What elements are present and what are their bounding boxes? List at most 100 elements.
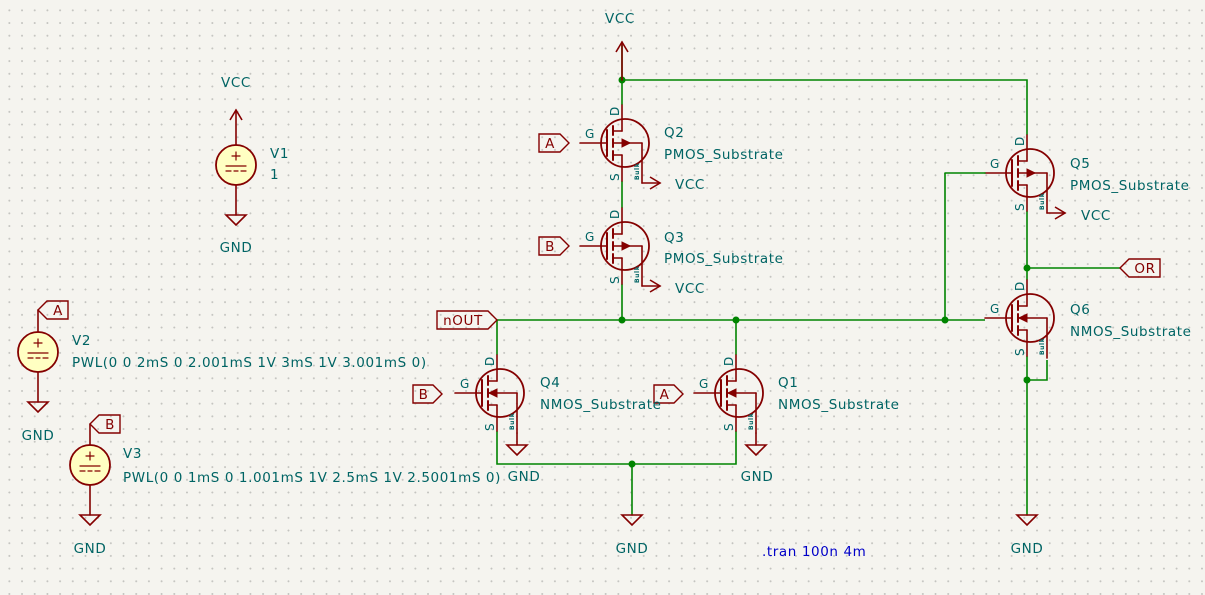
source-pin-label: S — [1013, 203, 1027, 211]
net-label-a[interactable]: A — [37, 300, 69, 320]
vcc-arrow-icon — [1054, 206, 1067, 220]
drain-pin-label: D — [608, 106, 622, 116]
vcc-label: VCC — [1081, 208, 1111, 224]
ground-icon — [224, 214, 248, 227]
net-label-shape — [538, 236, 570, 256]
arrow-icon — [487, 388, 498, 398]
gnd-label: GND — [1011, 541, 1044, 557]
arrow-icon — [621, 241, 632, 251]
ground-icon — [505, 444, 529, 457]
spice-directive[interactable]: .tran 100n 4m — [762, 544, 866, 560]
net-label-shape — [653, 384, 684, 404]
gate-pin-label: G — [585, 230, 595, 244]
gnd-label: GND — [616, 541, 649, 557]
gnd-symbol — [224, 184, 248, 227]
drain-pin-label: D — [483, 356, 497, 366]
q1-value: NMOS_Substrate — [778, 397, 900, 413]
vcc-arrow-icon — [229, 108, 243, 121]
vcc-symbol — [641, 279, 662, 293]
voltage-source-v3[interactable] — [69, 444, 111, 486]
vcc-label: VCC — [675, 177, 705, 193]
gnd-symbol — [620, 514, 644, 527]
net-label-or[interactable]: OR — [1119, 258, 1161, 278]
voltage-source-icon — [17, 331, 59, 373]
arrow-icon — [1026, 168, 1037, 178]
gate-pin-label: G — [990, 157, 1000, 171]
net-label-b[interactable]: B — [89, 414, 121, 434]
ground-icon — [620, 514, 644, 527]
source-pin-label: S — [608, 173, 622, 181]
gate-pin-label: G — [699, 377, 709, 391]
voltage-source-v1[interactable] — [215, 144, 257, 186]
drain-pin-label: D — [608, 209, 622, 219]
vcc-symbol — [615, 40, 629, 81]
ground-icon — [744, 444, 768, 457]
net-label-text: OR — [1134, 261, 1155, 277]
net-label-a[interactable]: A — [653, 384, 684, 404]
vcc-arrow-icon — [615, 40, 629, 53]
q5-ref: Q5 — [1070, 156, 1090, 172]
q2-value: PMOS_Substrate — [664, 147, 784, 163]
v3-ref: V3 — [123, 446, 142, 462]
net-label-shape — [1119, 258, 1161, 278]
gnd-symbol — [744, 432, 768, 457]
ground-icon — [26, 401, 50, 414]
q4-ref: Q4 — [540, 375, 560, 391]
net-label-b[interactable]: B — [538, 236, 570, 256]
q3-ref: Q3 — [664, 230, 684, 246]
arrow-icon — [1017, 313, 1028, 323]
gnd-label: GND — [741, 469, 774, 485]
q6-ref: Q6 — [1070, 302, 1090, 318]
voltage-source-v2[interactable] — [17, 331, 59, 373]
vcc-symbol — [641, 176, 662, 190]
net-label-b[interactable]: B — [412, 384, 443, 404]
net-label-shape — [412, 384, 443, 404]
vcc-symbol — [229, 108, 243, 146]
source-pin-label: S — [1013, 348, 1027, 356]
net-label-text: B — [419, 387, 429, 403]
junction-dot — [941, 316, 949, 324]
net-label-nout[interactable]: nOUT — [436, 310, 498, 330]
q3-value: PMOS_Substrate — [664, 251, 784, 267]
gnd-label: GND — [508, 469, 541, 485]
ground-icon — [78, 514, 102, 527]
gnd-symbol — [26, 371, 50, 414]
gnd-label: GND — [74, 541, 107, 557]
arrow-icon — [621, 138, 632, 148]
net-label-shape — [89, 414, 121, 434]
bulk-pin-label: Bulk — [634, 162, 641, 180]
wire[interactable] — [622, 79, 1028, 135]
q5-value: PMOS_Substrate — [1070, 178, 1190, 194]
junction-dot — [732, 316, 740, 324]
wire[interactable] — [496, 431, 737, 465]
net-label-shape — [37, 300, 69, 320]
drain-pin-label: D — [1013, 136, 1027, 146]
drain-pin-label: D — [722, 356, 736, 366]
drain-pin-label: D — [1013, 281, 1027, 291]
source-pin-label: S — [608, 276, 622, 284]
junction-dot — [628, 460, 636, 468]
v1-value: 1 — [270, 167, 279, 183]
net-label-shape — [436, 310, 498, 330]
v3-value: PWL(0 0 1mS 0 1.001mS 1V 2.5mS 1V 2.5001… — [123, 470, 501, 486]
vcc-arrow-icon — [649, 176, 662, 190]
v1-ref: V1 — [270, 146, 289, 162]
net-label-a[interactable]: A — [538, 133, 570, 153]
junction-dot — [1023, 264, 1031, 272]
bulk-pin-label: Bulk — [748, 412, 755, 430]
wire[interactable] — [1027, 360, 1048, 381]
gnd-symbol — [505, 432, 529, 457]
junction-dot — [1023, 376, 1031, 384]
q2-ref: Q2 — [664, 125, 684, 141]
gate-pin-label: G — [460, 377, 470, 391]
q4-value: NMOS_Substrate — [540, 397, 662, 413]
vcc-arrow-icon — [649, 279, 662, 293]
voltage-source-icon — [215, 144, 257, 186]
